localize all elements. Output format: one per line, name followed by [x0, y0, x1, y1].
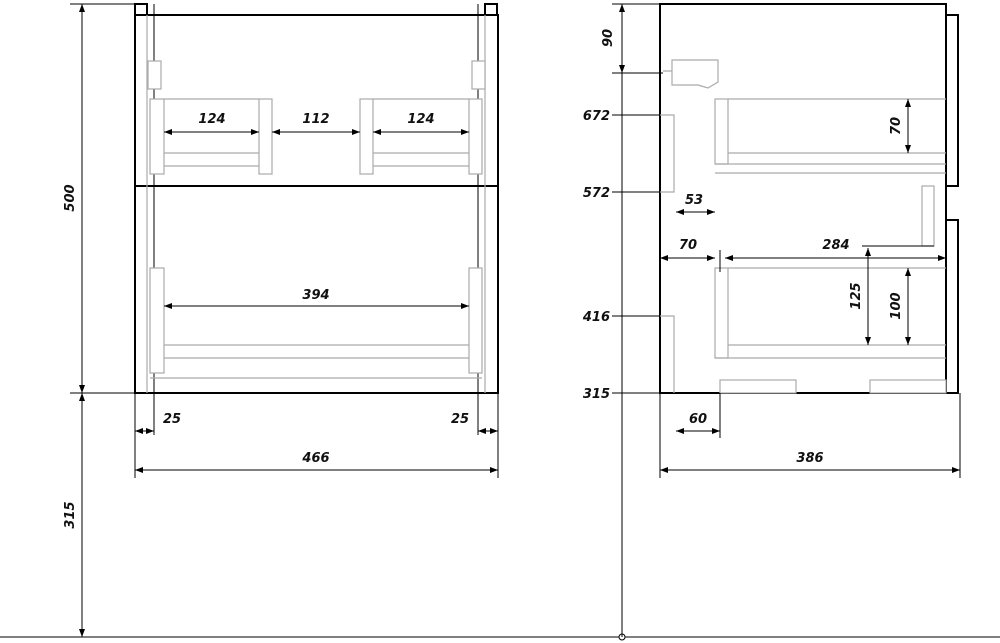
dim-top-drawer-right: 124: [407, 112, 434, 127]
dim-side-offset-right: 25: [451, 412, 469, 427]
dim-drawer-depth: 284: [822, 238, 849, 253]
cabinet-side-outline: [659, 3, 947, 394]
dim-bottom-height-125: 125: [849, 282, 864, 309]
dim-side-offset-left: 25: [163, 412, 181, 427]
side-view: 90 672 572 416 315 70 53 70 284 125 100 …: [582, 3, 961, 637]
dim-bottom-height-100: 100: [889, 292, 904, 319]
level-416: 416: [582, 310, 610, 325]
level-672: 672: [583, 109, 610, 124]
dim-top-drawer-height: 70: [889, 117, 904, 135]
dim-left-gap: 70: [679, 238, 697, 253]
level-315: 315: [583, 387, 610, 402]
dim-width: 466: [301, 451, 329, 466]
dim-bottom-drawer: 394: [302, 288, 329, 303]
dim-mount-height: 315: [63, 501, 78, 528]
siphon-shape: [663, 59, 719, 89]
dim-top-offset: 90: [601, 29, 616, 47]
door-front-bottom: [946, 219, 959, 394]
dim-bottom-offset: 60: [689, 412, 707, 427]
door-front-top: [946, 14, 959, 187]
dim-depth: 386: [796, 451, 823, 466]
top-post-right: [484, 3, 498, 16]
dim-top-gap: 112: [302, 112, 329, 127]
dim-pipe-depth: 53: [685, 193, 703, 208]
level-572: 572: [583, 186, 610, 201]
front-view: 124 112 124 394 500 315 25 25 466: [63, 3, 499, 637]
cabinet-outline: [134, 14, 499, 394]
dim-height-total: 500: [63, 184, 78, 211]
top-post-left: [134, 3, 148, 16]
dim-top-drawer-left: 124: [198, 112, 225, 127]
